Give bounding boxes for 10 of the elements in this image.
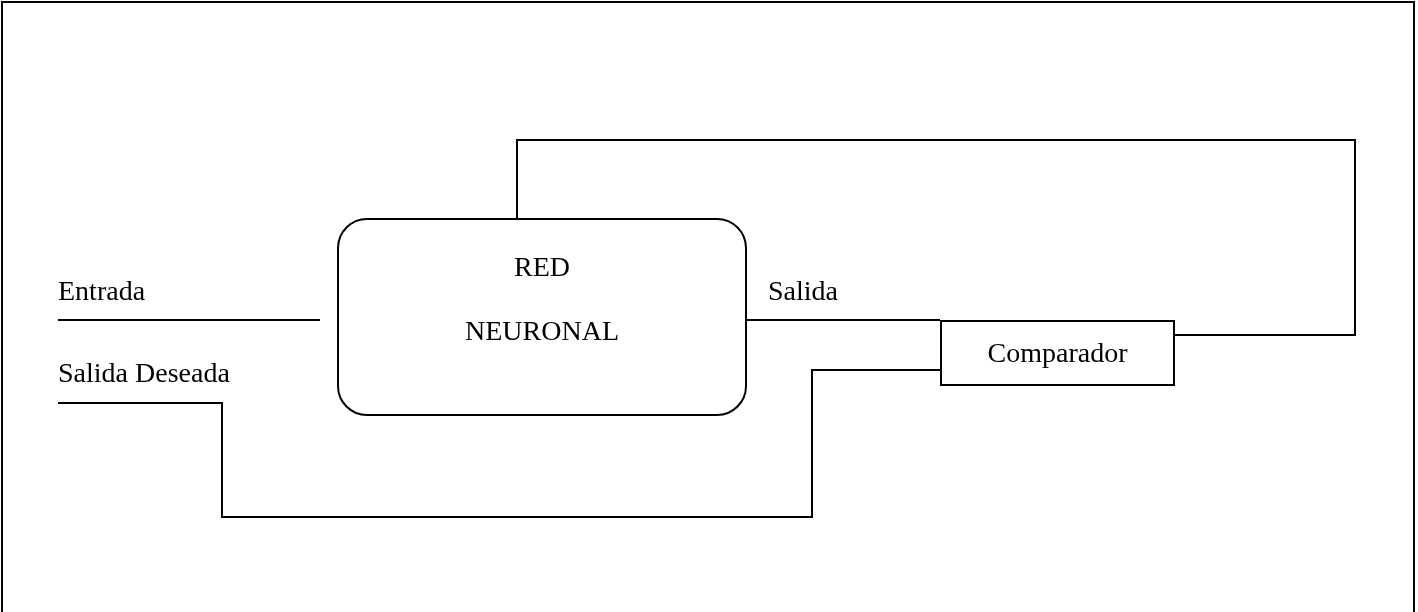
block-label: Comparador	[987, 337, 1128, 369]
process-box	[940, 320, 1175, 386]
network-block	[337, 218, 747, 416]
connector-line	[746, 319, 941, 321]
connector-line	[57, 319, 321, 321]
block-label: RED NEURONAL	[464, 249, 620, 348]
connector-line	[57, 369, 941, 518]
connector-line	[516, 139, 1356, 336]
input-label: Salida Deseada	[58, 358, 298, 394]
input-label: Entrada	[58, 276, 228, 312]
